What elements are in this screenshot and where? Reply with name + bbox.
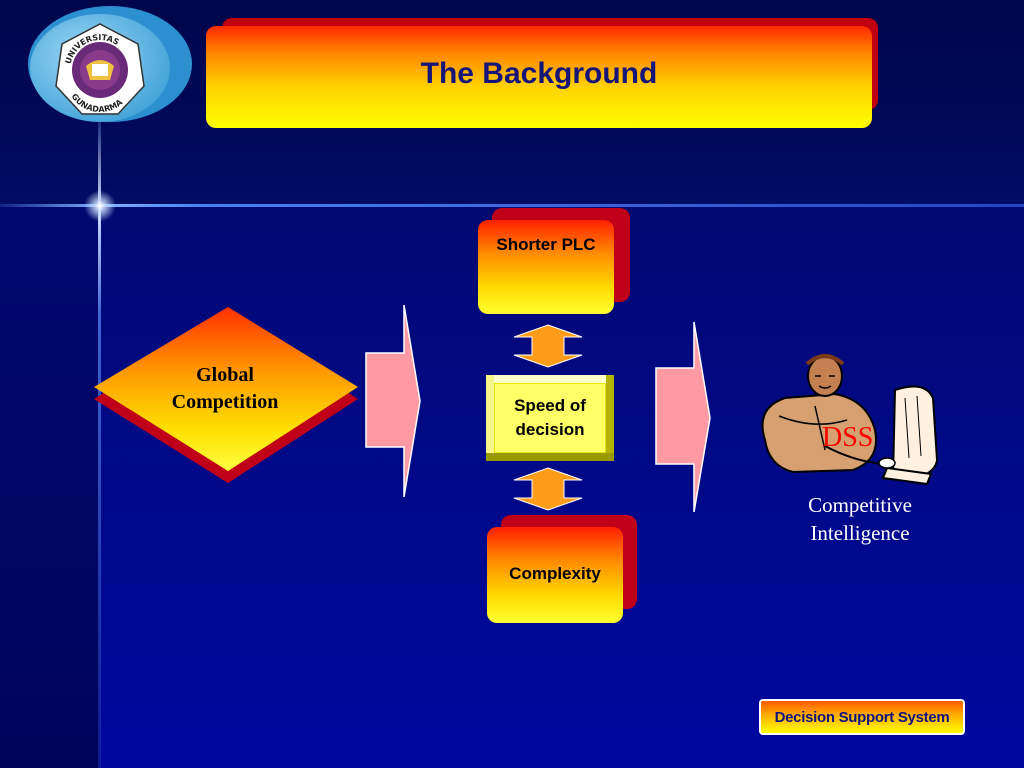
- horizontal-glow-line: [0, 204, 1024, 207]
- competitive-intelligence-line-1: Competitive: [808, 493, 912, 517]
- global-competition-line-1: Global: [196, 364, 254, 386]
- competitive-intelligence-line-2: Intelligence: [810, 521, 910, 545]
- right-arrow-left: [365, 304, 421, 498]
- speed-box-bevel-right: [606, 375, 614, 461]
- complexity-label: Complexity: [509, 564, 601, 583]
- speed-of-decision-line-2: decision: [515, 420, 585, 439]
- right-arrow-right: [655, 321, 711, 513]
- title-banner: The Background: [206, 26, 872, 128]
- global-competition-label: Global Competition: [150, 362, 300, 416]
- speed-box-bevel-top: [486, 375, 614, 383]
- speed-box-bevel-bottom: [486, 453, 614, 461]
- shorter-plc-box-front: Shorter PLC: [478, 220, 614, 314]
- vertical-glow-line: [98, 120, 101, 768]
- shorter-plc-label: Shorter PLC: [496, 235, 596, 254]
- competitive-intelligence-label: Competitive Intelligence: [780, 491, 940, 547]
- speed-of-decision-line-1: Speed of: [514, 396, 586, 415]
- speed-box-face: Speed of decision: [494, 383, 606, 453]
- page-title: The Background: [420, 57, 658, 90]
- sparkle-icon: [84, 190, 116, 222]
- logo-seal-icon: UNIVERSITAS GUNADARMA: [28, 6, 192, 122]
- double-arrow-bottom: [513, 467, 583, 511]
- speed-box-bevel-left: [486, 375, 494, 461]
- global-competition-line-2: Competition: [171, 391, 279, 413]
- dss-label: DSS: [822, 422, 873, 453]
- person-computer-clipart: [761, 354, 939, 486]
- complexity-box: Complexity: [487, 515, 639, 625]
- decision-support-system-button[interactable]: Decision Support System: [759, 699, 965, 735]
- global-competition-diamond: [94, 307, 358, 483]
- university-logo: UNIVERSITAS GUNADARMA: [26, 6, 192, 126]
- left-background-band: [0, 205, 100, 768]
- footer-button-label: Decision Support System: [774, 708, 950, 726]
- shorter-plc-box: Shorter PLC: [478, 208, 630, 318]
- complexity-box-front: Complexity: [487, 527, 623, 623]
- speed-of-decision-box: Speed of decision: [486, 375, 614, 461]
- dss-text: DSS: [822, 422, 873, 453]
- double-arrow-top: [513, 324, 583, 368]
